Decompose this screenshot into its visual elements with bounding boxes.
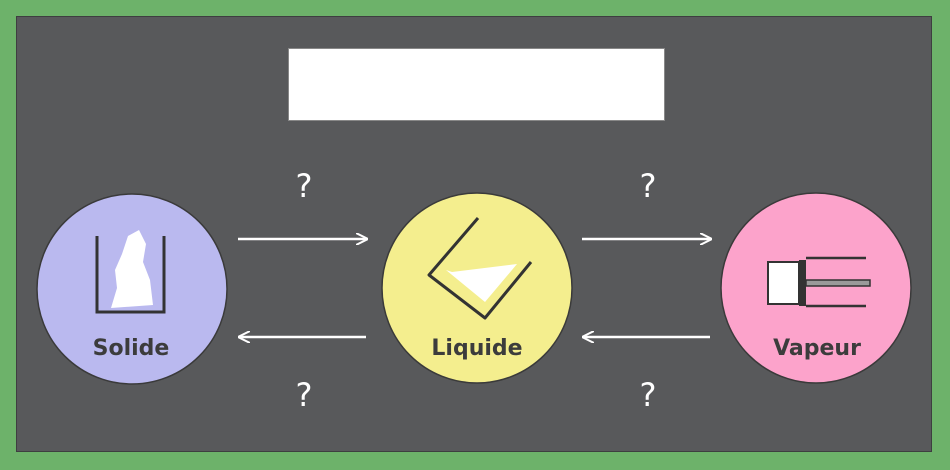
transition-liquid-to-solid-label[interactable]: ? (296, 376, 313, 414)
transition-liquid-to-vapor-label[interactable]: ? (640, 167, 657, 205)
liquid-node: Liquide (381, 192, 573, 384)
solid-icon (95, 230, 166, 314)
vapor-node: Vapeur (720, 192, 912, 384)
vapor-circle (720, 192, 912, 384)
liquid-label: Liquide (431, 336, 522, 361)
transition-solid-to-liquid-label[interactable]: ? (296, 167, 313, 205)
solid-label: Solide (93, 336, 170, 361)
beaker-icon (427, 217, 533, 320)
solid-node: Solide (36, 193, 228, 385)
title-box[interactable] (288, 48, 665, 121)
vapor-label: Vapeur (773, 336, 861, 361)
transition-vapor-to-liquid-label[interactable]: ? (640, 376, 657, 414)
piston-icon (767, 256, 871, 308)
